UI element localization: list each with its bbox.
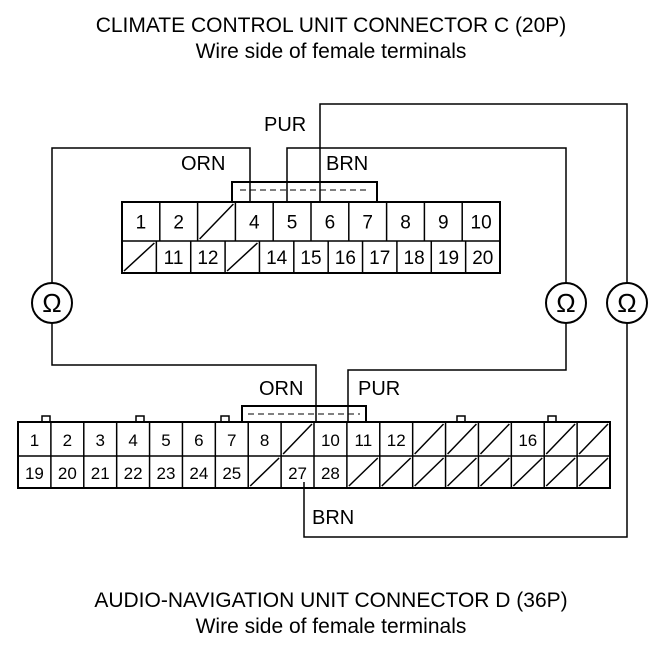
blank-cavity-slash <box>414 457 445 487</box>
connector-c-row1: 1 2 4 5 6 7 8 9 10 <box>136 213 492 234</box>
d-pin-10: 10 <box>321 431 340 450</box>
c-pin-7: 7 <box>362 213 373 234</box>
blank-cavity-slash <box>199 203 234 240</box>
wire-c4-orn-left-meter <box>51 147 251 284</box>
d-pin-2: 2 <box>63 431 72 450</box>
d-pin-16: 16 <box>518 431 537 450</box>
blank-cavity-slash <box>578 457 609 487</box>
ohmmeter-right-icon: Ω <box>606 282 648 324</box>
d-pin-1: 1 <box>30 431 39 450</box>
connector-c-lock-tab <box>231 181 378 202</box>
c-pin-9: 9 <box>438 213 449 234</box>
c-pin-17: 17 <box>369 248 390 269</box>
c-pin-12: 12 <box>197 248 218 269</box>
wire-left-meter-d10-orn <box>51 323 317 422</box>
blank-cavity-slash <box>578 423 609 455</box>
c-pin-1: 1 <box>136 213 147 234</box>
connector-d-lock-tab <box>241 405 367 422</box>
blank-cavity-slash <box>545 457 576 487</box>
connector-d-title: AUDIO-NAVIGATION UNIT CONNECTOR D (36P) <box>94 589 568 612</box>
blank-cavity-slash <box>249 457 280 487</box>
blank-cavity-slash <box>545 423 576 455</box>
d-pin-24: 24 <box>189 464 208 483</box>
c-pin-8: 8 <box>400 213 411 234</box>
connector-c-row2: 11 12 14 15 16 17 18 19 20 <box>164 248 494 269</box>
wire-middle-meter-d11-pur <box>347 323 567 422</box>
c-pin-6: 6 <box>325 213 336 234</box>
d-pin-22: 22 <box>124 464 143 483</box>
wiring <box>51 103 628 538</box>
d-pin-4: 4 <box>128 431 137 450</box>
c-pin-20: 20 <box>472 248 493 269</box>
connector-d <box>17 405 611 489</box>
d-pin-5: 5 <box>161 431 170 450</box>
c-pin-19: 19 <box>438 248 459 269</box>
d-pin-8: 8 <box>260 431 269 450</box>
blank-cavity-slash <box>479 423 510 455</box>
c-pin-16: 16 <box>335 248 356 269</box>
wire-label-d-pur: PUR <box>358 378 400 400</box>
connector-c-title: CLIMATE CONTROL UNIT CONNECTOR C (20P) <box>95 14 567 37</box>
ohmmeter-middle-symbol: Ω <box>556 288 575 318</box>
ohmmeter-left-icon: Ω <box>31 282 73 324</box>
d-pin-25: 25 <box>222 464 241 483</box>
wire-label-c-orn: ORN <box>181 153 225 175</box>
blank-cavity-slash <box>447 457 477 487</box>
connector-c-subtitle: Wire side of female terminals <box>195 40 467 63</box>
c-pin-14: 14 <box>266 248 288 269</box>
connector-d-subtitle: Wire side of female terminals <box>195 615 467 638</box>
d-pin-11: 11 <box>355 431 373 450</box>
wire-label-c-brn: BRN <box>326 153 368 175</box>
d-pin-27: 27 <box>288 464 307 483</box>
blank-cavity-slash <box>447 423 477 455</box>
d-pin-7: 7 <box>227 431 236 450</box>
c-pin-10: 10 <box>471 213 492 234</box>
blank-cavity-slash <box>348 457 379 487</box>
wire-c6-pur-right-meter <box>319 103 628 284</box>
connector-c <box>121 181 501 274</box>
d-pin-6: 6 <box>194 431 203 450</box>
ohmmeter-right-symbol: Ω <box>617 288 636 318</box>
wire-label-d-brn: BRN <box>312 507 354 529</box>
connector-d-row2: 19 20 21 22 23 24 25 27 28 <box>25 464 340 483</box>
blank-cavity-slash <box>282 423 313 455</box>
d-pin-23: 23 <box>157 464 176 483</box>
c-pin-15: 15 <box>300 248 321 269</box>
ohmmeter-left-symbol: Ω <box>42 288 61 318</box>
blank-cavity-slash <box>414 423 445 455</box>
blank-cavity-slash <box>479 457 510 487</box>
d-pin-21: 21 <box>91 464 110 483</box>
wire-c5-brn-middle-meter <box>286 147 567 284</box>
c-pin-11: 11 <box>164 248 184 269</box>
c-pin-18: 18 <box>404 248 425 269</box>
d-pin-28: 28 <box>321 464 340 483</box>
wire-label-d-orn: ORN <box>259 378 303 400</box>
blank-cavity-slash <box>226 242 258 272</box>
d-pin-19: 19 <box>25 464 44 483</box>
d-pin-3: 3 <box>95 431 104 450</box>
c-pin-4: 4 <box>249 213 260 234</box>
wire-label-c-pur: PUR <box>264 114 306 136</box>
d-pin-12: 12 <box>387 431 406 450</box>
blank-cavity-slash <box>512 457 543 487</box>
ohmmeter-middle-icon: Ω <box>545 282 587 324</box>
d-pin-20: 20 <box>58 464 77 483</box>
blank-cavity-slash <box>123 242 155 272</box>
wire-right-meter-d27-brn <box>303 323 628 538</box>
blank-cavity-slash <box>381 457 412 487</box>
c-pin-5: 5 <box>287 213 298 234</box>
c-pin-2: 2 <box>173 213 184 234</box>
